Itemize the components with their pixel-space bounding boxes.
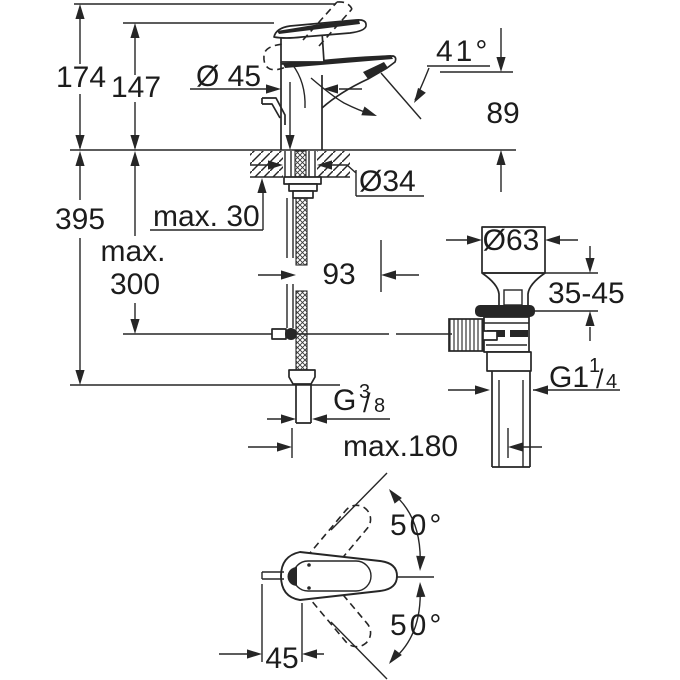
waste-lower-body — [486, 351, 532, 372]
waste-assembly — [448, 226, 546, 468]
swing-limit-line-lower — [330, 621, 388, 680]
spout-top-edge — [283, 55, 393, 68]
lever-top-view — [261, 472, 434, 680]
dim-label-d34: Ø34 — [359, 165, 416, 198]
lever-handle-top-edge — [277, 20, 360, 34]
dim-label-g38-slash: / — [363, 388, 371, 418]
supply-hose — [288, 197, 316, 424]
waste-taper — [481, 272, 546, 306]
dim-label-300: 300 — [110, 268, 160, 301]
dim-label-d45: Ø 45 — [196, 60, 261, 93]
pop-up-pull-knob — [261, 97, 286, 125]
lever-handle-open-dashed — [302, 1, 353, 47]
dim-label-g114-slash: / — [596, 364, 604, 394]
clamp-ref-lines — [482, 272, 598, 312]
lever-logo-mark — [287, 567, 297, 586]
dim-clamp-range: 35-45 — [482, 246, 625, 341]
dim-label-3545: 35-45 — [548, 277, 625, 310]
dim-label-50deg-lower: 50° — [390, 609, 444, 642]
pop-up-rod — [123, 198, 452, 340]
dim-hole-diameter: Ø34 — [250, 160, 424, 198]
lever-handle-open-back-dashed — [263, 43, 295, 71]
hose-end-nut — [288, 369, 316, 385]
supply-pipe-g38 — [295, 384, 312, 424]
dim-spout-reach: 93 — [258, 240, 419, 292]
mounting-washer — [283, 176, 322, 185]
waste-neck — [503, 289, 523, 306]
dim-outlet-height: 89 — [440, 28, 520, 192]
dim-label-g38-sub: 8 — [374, 395, 385, 417]
hose-upper-segment — [295, 197, 308, 266]
mounting-step — [288, 183, 318, 192]
dim-label-395: 395 — [55, 203, 105, 236]
flow-direction-arc — [310, 77, 372, 115]
dim-supply-thread: G 3 / 8 — [267, 381, 390, 424]
dim-label-45: 45 — [265, 642, 298, 675]
dim-depth-below-deck: 395 — [55, 151, 340, 386]
mounting-shank — [284, 151, 316, 177]
dim-outlet-angle: 41° — [310, 35, 490, 121]
lever-outline — [280, 551, 398, 601]
dim-label-147: 147 — [111, 71, 161, 104]
dim-rod-drop: max. 300 — [100, 151, 166, 334]
swing-limit-line-upper — [330, 472, 388, 531]
dim-rod-reach: max.180 — [248, 428, 542, 463]
dim-swing-upper: 50° — [385, 486, 444, 572]
dim-label-41deg: 41° — [436, 35, 490, 68]
hose-lower-segment — [295, 290, 308, 371]
top-view: 50° 50° 45 — [219, 472, 444, 680]
countertop — [70, 149, 516, 199]
dim-label-g38-main: G — [333, 384, 356, 417]
rod-ball-joint — [285, 328, 297, 340]
mounting-nut — [292, 190, 314, 199]
dim-label-max30: max. 30 — [153, 200, 260, 233]
dim-label-89: 89 — [486, 97, 519, 130]
dim-deck-thickness: max. 30 — [150, 82, 295, 233]
vertical-rod — [286, 198, 294, 328]
coupling-plug — [482, 330, 498, 341]
dim-body-diameter: Ø 45 — [190, 60, 362, 94]
rod-coupling-knurled — [448, 318, 484, 352]
dim-waste-flange: Ø63 — [446, 224, 578, 257]
rod-reach-extension-lines — [291, 428, 509, 458]
waste-tailpipe — [491, 371, 531, 468]
waste-body-lines — [484, 322, 529, 346]
dim-height-open: 174 — [56, 3, 336, 150]
dim-swing-lower: 50° — [385, 581, 444, 667]
waste-seal-ring — [475, 305, 535, 317]
rod-clevis — [271, 328, 287, 340]
lever-dot-top — [307, 563, 311, 567]
spout-body-junction-curve — [291, 63, 306, 109]
dim-lever-offset: 45 — [219, 584, 324, 675]
dim-height-closed: 147 — [111, 22, 274, 150]
waste-slot-right — [510, 330, 528, 337]
dim-label-max: max. — [100, 235, 165, 268]
dim-label-174: 174 — [56, 61, 106, 94]
dim-label-50deg-upper: 50° — [390, 509, 444, 542]
dim-waste-thread: G1 1 / 4 — [448, 355, 620, 395]
lever-pin — [261, 571, 284, 580]
spout-outline — [280, 55, 397, 109]
dim-label-g114-sub: 4 — [606, 371, 617, 393]
dim-label-93: 93 — [322, 258, 355, 291]
dim-label-g114-sup: 1 — [589, 355, 600, 377]
waste-tailpipe-inner — [498, 380, 524, 467]
dim-label-d63: Ø63 — [483, 224, 540, 257]
waste-flange — [481, 226, 546, 274]
offset-extension-lines — [261, 584, 303, 662]
aerator-icon — [363, 62, 388, 79]
dim-label-g38-sup: 3 — [359, 381, 370, 403]
dim-label-max180: max.180 — [343, 430, 458, 463]
side-view: 174 147 395 max. 300 — [55, 1, 625, 468]
lever-dot-bottom — [307, 586, 311, 590]
faucet-outline — [261, 1, 397, 150]
dim-label-g114-main: G1 — [549, 361, 589, 394]
hose-through-deck — [294, 150, 307, 178]
outlet-axis-line — [380, 72, 422, 120]
